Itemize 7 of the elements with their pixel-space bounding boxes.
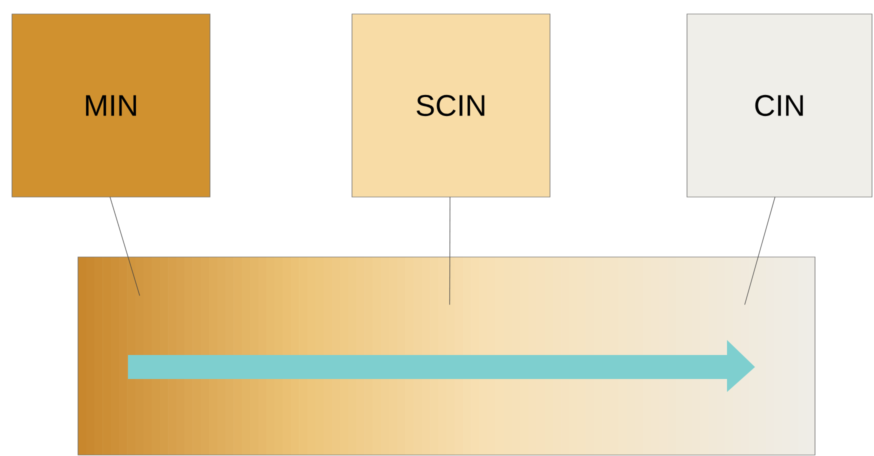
gradient-bar: [78, 256, 816, 456]
label-box: SCIN: [352, 14, 550, 198]
label-box: MIN: [12, 14, 210, 198]
leader-line: [110, 196, 140, 296]
label-box: CIN: [686, 14, 872, 198]
leader-line: [449, 196, 450, 305]
leader-line: [744, 196, 776, 305]
